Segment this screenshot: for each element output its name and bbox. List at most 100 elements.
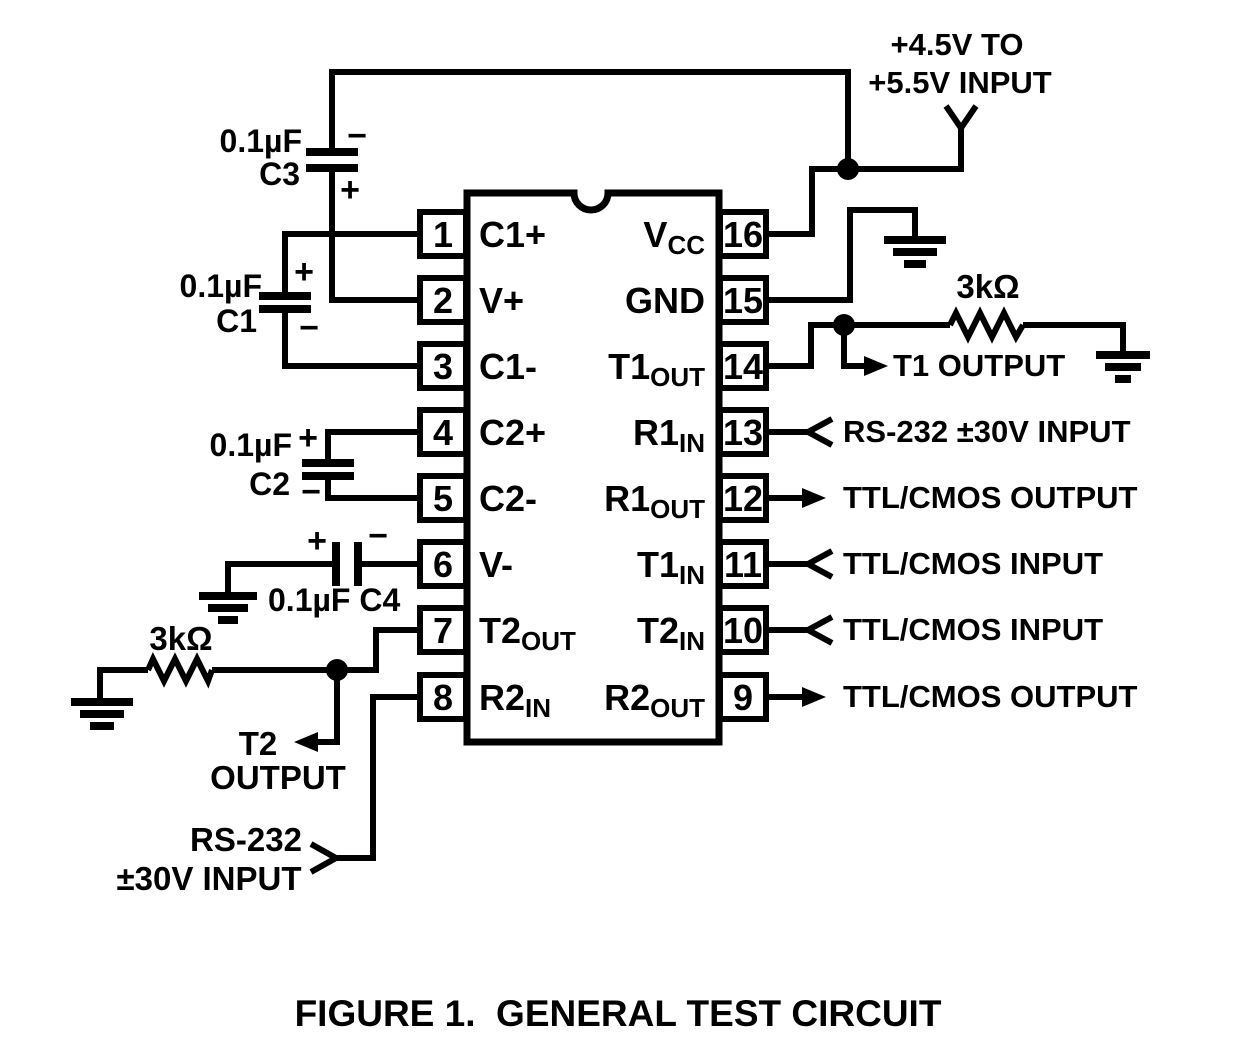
pin-label-vminus: V- <box>479 544 513 585</box>
pin-number-6: 6 <box>433 544 453 585</box>
pin-label-c1plus: C1+ <box>479 214 546 255</box>
c1-ref-label: C1 <box>216 303 257 339</box>
pin-label-c2minus: C2- <box>479 478 537 519</box>
pin-label-r2out: R2OUT <box>604 677 705 723</box>
power-input-label-line1: +4.5V TO <box>891 27 1024 62</box>
pin-5: 5 <box>417 473 469 523</box>
ground-symbols <box>71 236 1150 730</box>
power-input-terminal-icon <box>943 104 979 134</box>
rs232-left-label-line2: ±30V INPUT <box>117 860 302 897</box>
capacitor-c4 <box>332 542 362 586</box>
junction-dot-vcc <box>837 158 859 180</box>
ttl-cmos-output-label-pin9: TTL/CMOS OUTPUT <box>843 679 1138 714</box>
ic-right-pin-labels: VCC GND T1OUT R1IN R1OUT T1IN T2IN R2OUT <box>604 214 705 723</box>
pin-label-c1minus: C1- <box>479 346 537 387</box>
pin-label-t1in: T1IN <box>637 544 705 590</box>
pin-11: 11 <box>717 539 769 589</box>
ttl-cmos-input-arrow-pin10-icon <box>801 614 834 646</box>
pin-label-gnd: GND <box>625 280 705 321</box>
pin-number-2: 2 <box>433 280 453 321</box>
pin-15: 15 <box>717 275 769 325</box>
pin-13: 13 <box>717 407 769 457</box>
rs232-30v-input-label: RS-232 ±30V INPUT <box>843 414 1131 449</box>
t2-output-label-line2: OUTPUT <box>210 759 346 796</box>
pin-number-4: 4 <box>433 412 453 453</box>
wire-pin7-to-resistor <box>212 627 420 673</box>
capacitors <box>259 148 362 586</box>
pin-box-6 <box>417 539 469 589</box>
wire-pin8-to-rs232-input <box>336 694 420 861</box>
pin-number-14: 14 <box>723 346 763 387</box>
wire-pin4-to-c2 <box>325 429 420 463</box>
wires <box>97 69 1126 861</box>
t1-output-arrow-icon <box>864 356 888 376</box>
power-input-label-line2: +5.5V INPUT <box>868 65 1052 100</box>
pin-number-12: 12 <box>723 478 763 519</box>
pin-9: 9 <box>717 672 769 722</box>
pin-box-12 <box>717 473 769 523</box>
ttl-cmos-output-label-pin12: TTL/CMOS OUTPUT <box>843 480 1138 515</box>
labels: +4.5V TO +5.5V INPUT 0.1µF C3 − + 0.1µF … <box>117 27 1138 1034</box>
resistor-3k-left <box>145 652 215 689</box>
c4-minus-sign: − <box>368 517 388 555</box>
pin-8: 8 <box>417 672 469 722</box>
ttl-cmos-output-arrow-pin12-icon <box>802 488 826 508</box>
pin-box-9 <box>717 672 769 722</box>
rs232-left-label-line1: RS-232 <box>190 821 302 858</box>
wire-c4-to-ground <box>225 561 336 594</box>
pin-number-16: 16 <box>723 214 763 255</box>
pin-box-2 <box>417 275 469 325</box>
pin-14: 14 <box>717 341 769 391</box>
c1-minus-sign: − <box>299 309 319 347</box>
pin-label-r1in: R1IN <box>633 412 705 458</box>
ground-icon-t2-resistor <box>71 698 133 730</box>
ground-icon-t1-resistor <box>1096 351 1150 383</box>
pin-number-7: 7 <box>433 610 453 651</box>
ground-icon-pin15 <box>884 236 946 268</box>
figure-caption: FIGURE 1. GENERAL TEST CIRCUIT <box>295 993 942 1034</box>
t2-output-label-line1: T2 <box>239 725 278 762</box>
wire-resistor-right-to-ground <box>1023 322 1126 353</box>
rs232-input-arrow-icon <box>801 416 834 448</box>
pin-number-11: 11 <box>724 544 762 585</box>
wire-c3-to-pin2 <box>329 168 420 303</box>
pin-box-16 <box>717 209 769 259</box>
wire-vcc-rail <box>329 69 851 169</box>
ttl-cmos-output-arrow-pin9-icon <box>802 687 826 707</box>
ttl-cmos-input-label-pin10: TTL/CMOS INPUT <box>843 612 1103 647</box>
resistors <box>145 306 1026 689</box>
pin-label-r2in: R2IN <box>479 677 551 723</box>
rs232-left-input-arrow-icon <box>309 841 343 875</box>
pin-label-r1out: R1OUT <box>604 478 705 524</box>
junction-dots <box>326 158 859 681</box>
pin-12: 12 <box>717 473 769 523</box>
arrowheads <box>294 104 979 875</box>
junction-dot-t2 <box>326 659 348 681</box>
c2-value-label: 0.1µF <box>210 427 292 463</box>
pin-6: 6 <box>417 539 469 589</box>
pin-box-8 <box>417 672 469 722</box>
pin-4: 4 <box>417 407 469 457</box>
pin-number-13: 13 <box>723 412 763 453</box>
pin-label-vcc: VCC <box>643 214 705 260</box>
pin-label-vplus: V+ <box>479 280 524 321</box>
wire-c1-to-pin3 <box>282 309 420 369</box>
ttl-cmos-input-label-pin11: TTL/CMOS INPUT <box>843 546 1103 581</box>
c3-ref-label: C3 <box>259 156 300 192</box>
pin-7: 7 <box>417 605 469 655</box>
pin-box-3 <box>417 341 469 391</box>
pin-number-5: 5 <box>433 478 453 519</box>
wire-c1-to-pin1 <box>282 231 420 296</box>
c3-value-label: 0.1µF <box>220 123 302 159</box>
pin-number-3: 3 <box>433 346 453 387</box>
resistor-3k-right-label: 3kΩ <box>956 268 1019 305</box>
pin-10: 10 <box>717 605 769 655</box>
pin-box-14 <box>717 341 769 391</box>
ground-icon-c4 <box>199 592 257 624</box>
pin-label-c2plus: C2+ <box>479 412 546 453</box>
ic-left-pin-labels: C1+ V+ C1- C2+ C2- V- T2OUT R2IN <box>479 214 576 723</box>
ic-body <box>463 189 723 746</box>
resistor-3k-left-label: 3kΩ <box>149 620 212 657</box>
